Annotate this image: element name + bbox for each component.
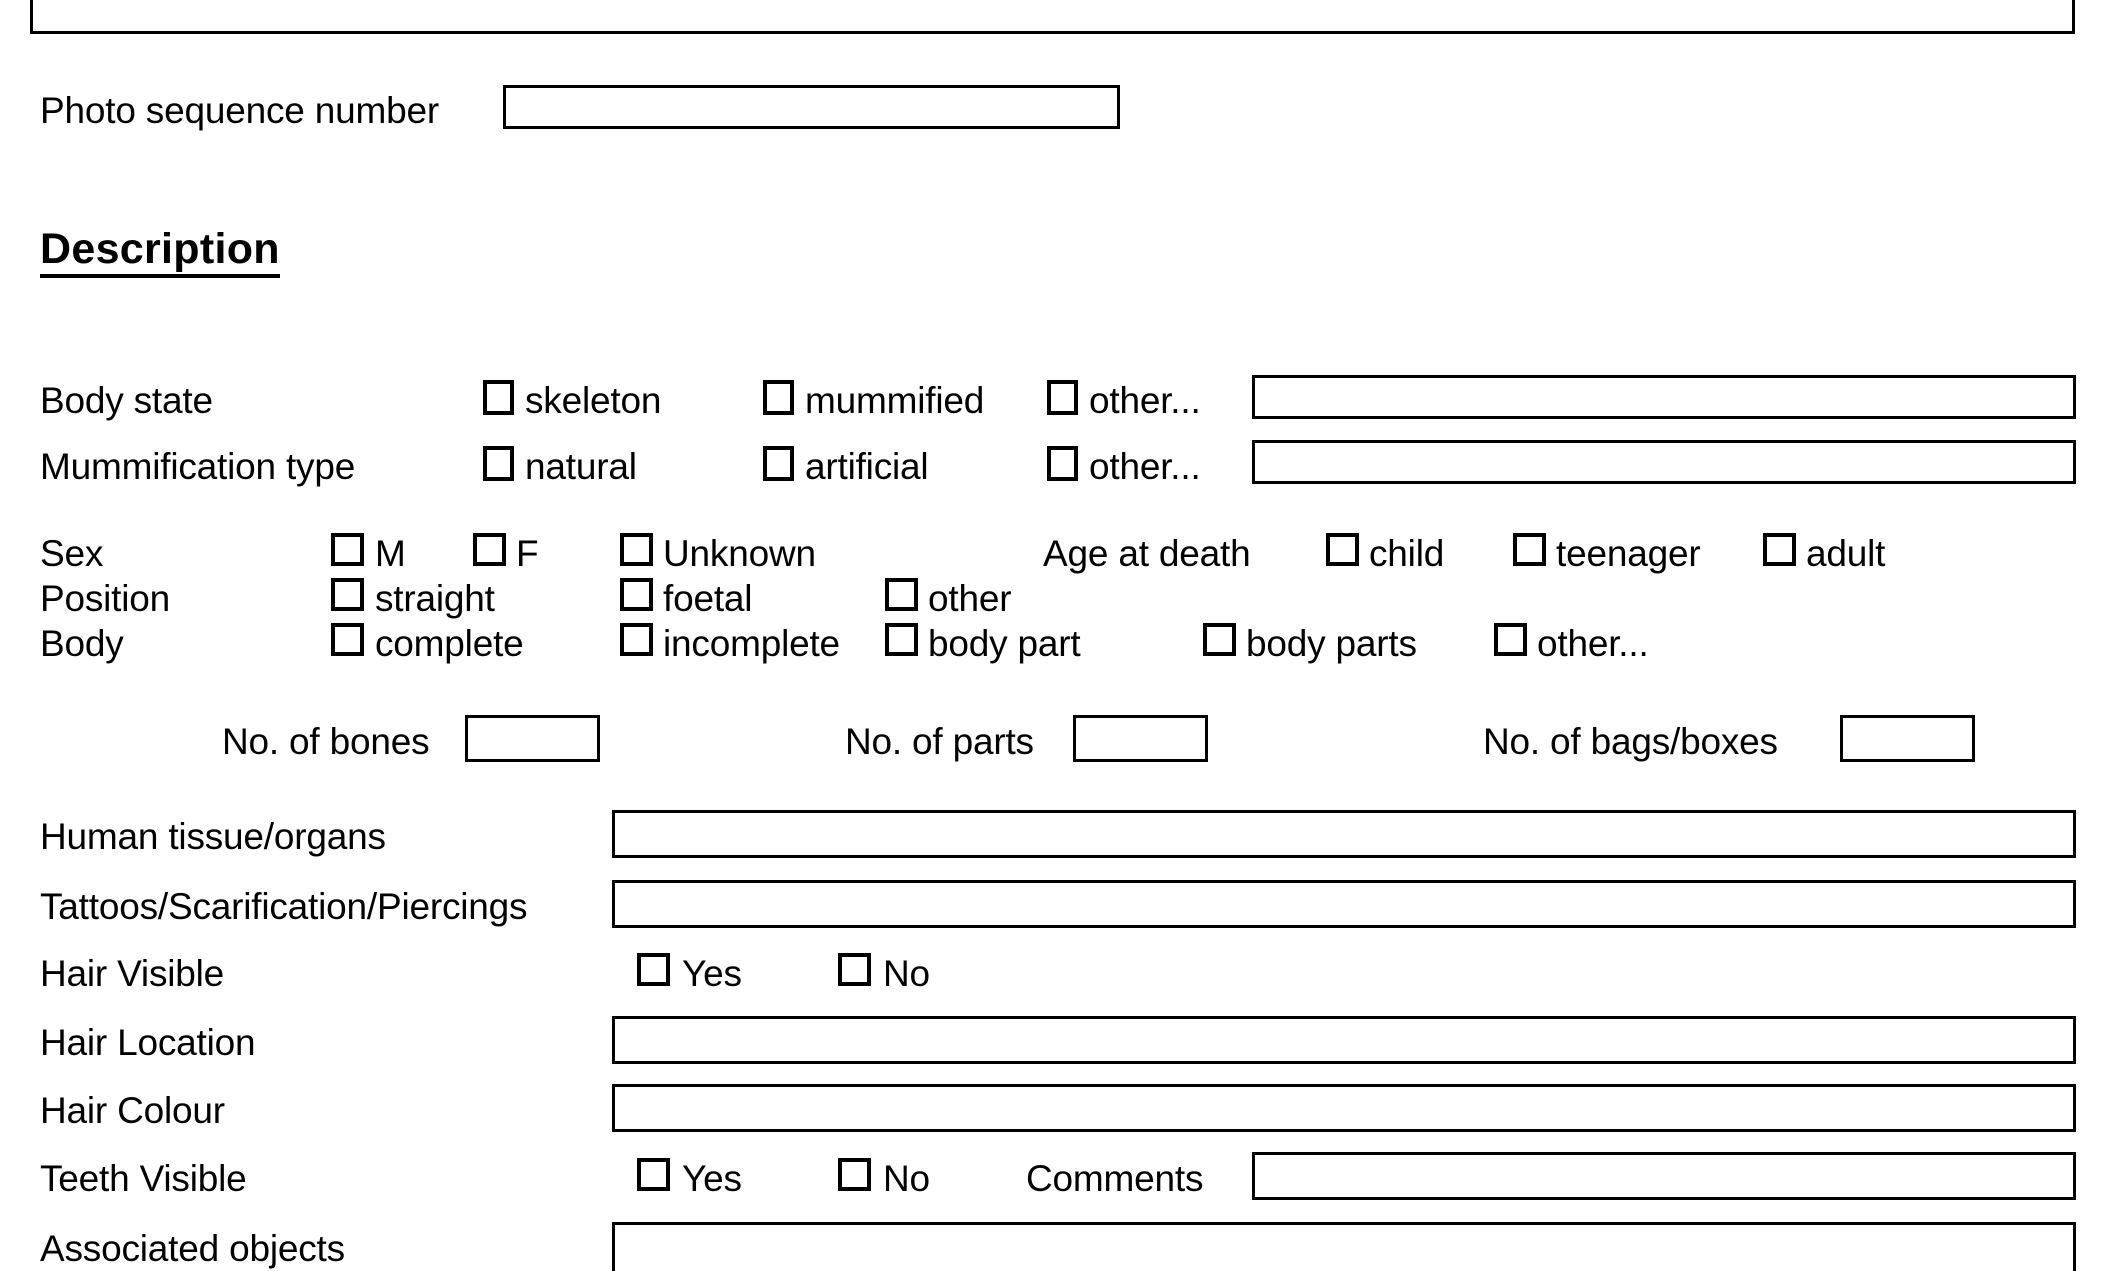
label-mummification-other: other...: [1089, 446, 1201, 487]
tattoos-scarification-piercings-label: Tattoos/Scarification/Piercings: [40, 886, 528, 927]
checkbox-age-adult[interactable]: [1763, 533, 1796, 566]
teeth-visible-comments-input[interactable]: [1252, 1152, 2076, 1200]
hair-location-input[interactable]: [612, 1016, 2076, 1064]
position-label: Position: [40, 578, 171, 619]
mummification-type-label: Mummification type: [40, 446, 356, 487]
label-hair-visible-no: No: [883, 953, 930, 994]
checkbox-body-state-skeleton[interactable]: [483, 380, 514, 415]
label-body-state-mummified: mummified: [805, 380, 985, 421]
checkbox-sex-f[interactable]: [473, 533, 506, 566]
no-of-bones-input[interactable]: [465, 715, 600, 762]
checkbox-body-complete[interactable]: [331, 623, 364, 656]
label-position-other: other: [928, 578, 1012, 619]
teeth-visible-label: Teeth Visible: [40, 1158, 247, 1199]
checkbox-hair-visible-yes[interactable]: [637, 953, 670, 986]
checkbox-body-incomplete[interactable]: [620, 623, 653, 656]
label-age-teenager: teenager: [1556, 533, 1701, 574]
checkbox-body-state-mummified[interactable]: [763, 380, 794, 415]
tattoos-scarification-piercings-input[interactable]: [612, 880, 2076, 928]
label-body-bodypart: body part: [928, 623, 1081, 664]
checkbox-body-other[interactable]: [1494, 623, 1527, 656]
checkbox-mummification-artificial[interactable]: [763, 446, 794, 481]
label-body-other: other...: [1537, 623, 1649, 664]
hair-location-label: Hair Location: [40, 1022, 256, 1063]
label-body-state-skeleton: skeleton: [525, 380, 662, 421]
label-sex-m: M: [375, 533, 406, 574]
checkbox-mummification-other[interactable]: [1047, 446, 1078, 481]
checkbox-age-child[interactable]: [1326, 533, 1359, 566]
checkbox-hair-visible-no[interactable]: [838, 953, 871, 986]
body-label: Body: [40, 623, 124, 664]
label-mummification-artificial: artificial: [805, 446, 929, 487]
no-of-parts-label: No. of parts: [845, 721, 1034, 762]
label-body-incomplete: incomplete: [663, 623, 840, 664]
body-state-label: Body state: [40, 380, 213, 421]
checkbox-body-bodyparts[interactable]: [1203, 623, 1236, 656]
associated-objects-label: Associated objects: [40, 1228, 345, 1269]
associated-objects-input[interactable]: [612, 1222, 2076, 1271]
label-age-child: child: [1369, 533, 1445, 574]
no-of-bags-boxes-input[interactable]: [1840, 715, 1975, 762]
checkbox-sex-m[interactable]: [331, 533, 364, 566]
checkbox-sex-unknown[interactable]: [620, 533, 653, 566]
checkbox-mummification-natural[interactable]: [483, 446, 514, 481]
label-hair-visible-yes: Yes: [682, 953, 742, 994]
label-sex-f: F: [516, 533, 539, 574]
label-teeth-visible-yes: Yes: [682, 1158, 742, 1199]
checkbox-position-foetal[interactable]: [620, 578, 653, 611]
label-age-adult: adult: [1806, 533, 1886, 574]
label-body-complete: complete: [375, 623, 524, 664]
no-of-bags-boxes-label: No. of bags/boxes: [1483, 721, 1778, 762]
age-at-death-label: Age at death: [1043, 533, 1251, 574]
label-mummification-natural: natural: [525, 446, 637, 487]
label-position-foetal: foetal: [663, 578, 753, 619]
checkbox-body-state-other[interactable]: [1047, 380, 1078, 415]
checkbox-body-bodypart[interactable]: [885, 623, 918, 656]
photo-sequence-number-input[interactable]: [503, 85, 1120, 129]
top-clipped-text-field[interactable]: [30, 0, 2075, 34]
hair-colour-label: Hair Colour: [40, 1090, 225, 1131]
checkbox-position-other[interactable]: [885, 578, 918, 611]
label-position-straight: straight: [375, 578, 495, 619]
label-body-bodyparts: body parts: [1246, 623, 1417, 664]
section-heading-description: Description: [40, 228, 280, 278]
sex-label: Sex: [40, 533, 104, 574]
no-of-parts-input[interactable]: [1073, 715, 1208, 762]
teeth-visible-comments-label: Comments: [1026, 1158, 1204, 1199]
photo-sequence-number-label: Photo sequence number: [40, 90, 439, 131]
checkbox-teeth-visible-yes[interactable]: [637, 1158, 670, 1191]
hair-visible-label: Hair Visible: [40, 953, 225, 994]
mummification-other-input[interactable]: [1252, 440, 2076, 484]
checkbox-age-teenager[interactable]: [1513, 533, 1546, 566]
human-tissue-organs-input[interactable]: [612, 810, 2076, 858]
no-of-bones-label: No. of bones: [222, 721, 430, 762]
label-body-state-other: other...: [1089, 380, 1201, 421]
checkbox-position-straight[interactable]: [331, 578, 364, 611]
hair-colour-input[interactable]: [612, 1084, 2076, 1132]
body-state-other-input[interactable]: [1252, 375, 2076, 419]
label-teeth-visible-no: No: [883, 1158, 930, 1199]
checkbox-teeth-visible-no[interactable]: [838, 1158, 871, 1191]
label-sex-unknown: Unknown: [663, 533, 816, 574]
human-tissue-organs-label: Human tissue/organs: [40, 816, 386, 857]
